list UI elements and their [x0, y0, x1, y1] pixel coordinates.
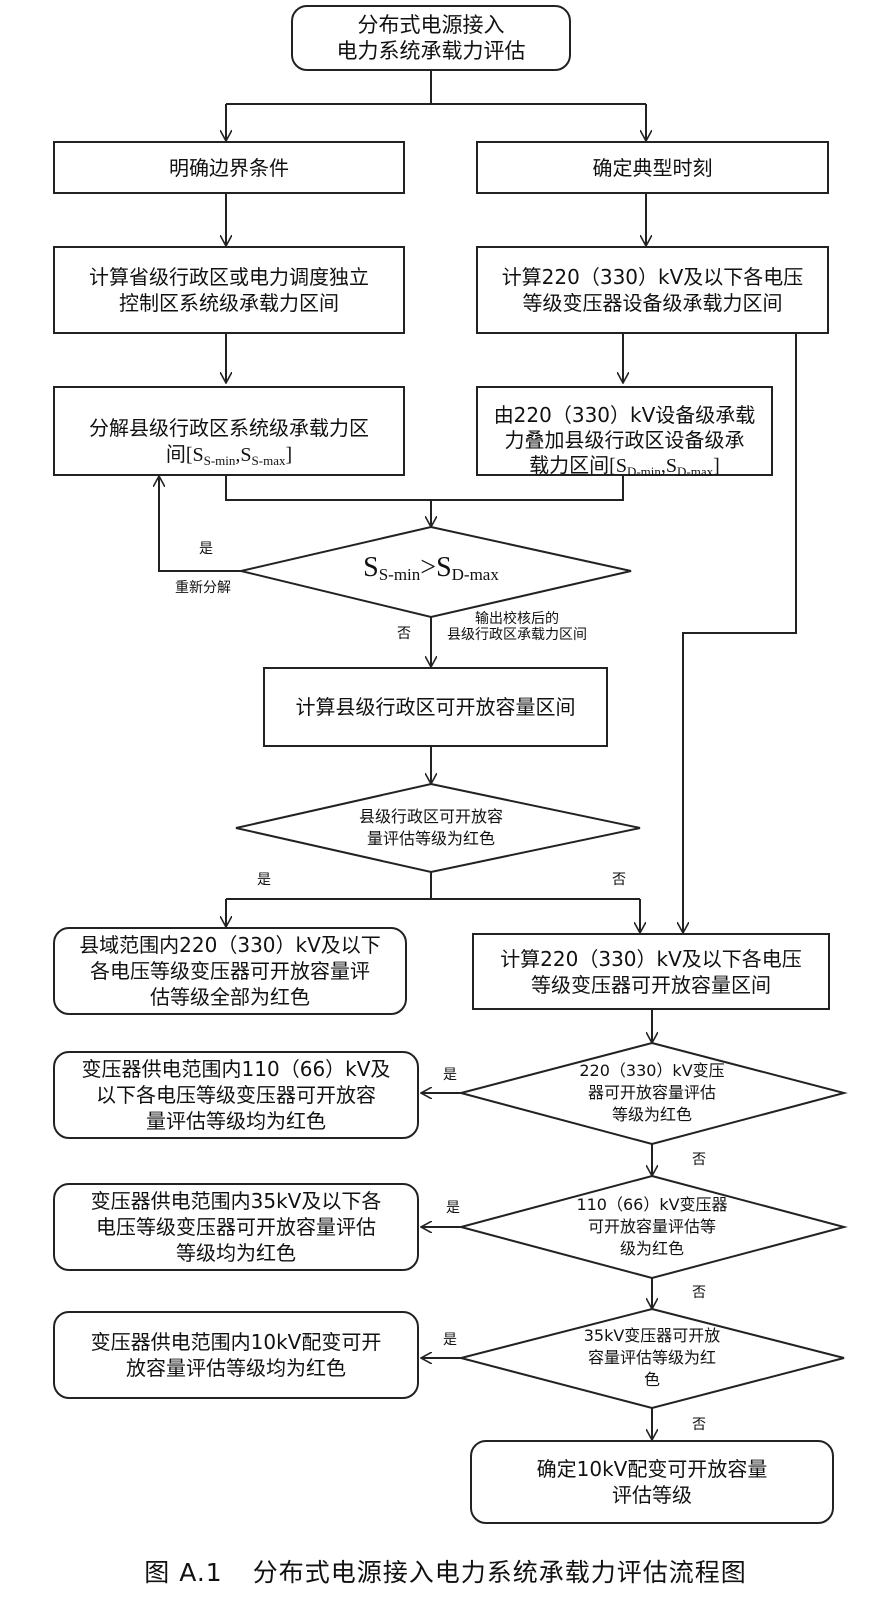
- county-red-decision-text: 县级行政区可开放容 量评估等级为红色: [358, 807, 503, 848]
- county-device-text: 由220（330）kV设备级承载 力叠加县级行政区设备级承 载力区间: [493, 403, 756, 477]
- county-decompose-node: 分解县级行政区系统级承载力区 间[SS-min,SS-max]: [53, 386, 405, 476]
- decision-d35-shape: [457, 1307, 845, 1410]
- bracket-open: [: [609, 455, 616, 477]
- county-decompose-text: 分解县级行政区系统级承载力区 间: [89, 415, 369, 466]
- subscript-d-max: D-max: [451, 564, 499, 584]
- subscript-s-min: S-min: [378, 564, 421, 584]
- connector-merge: [225, 476, 624, 501]
- label-yes-county: 是: [257, 872, 271, 888]
- label-yes-d220: 是: [443, 1067, 457, 1083]
- comma: ,: [235, 443, 241, 466]
- label-yes-redecompose: 是: [199, 541, 213, 557]
- d220-decision-text: 220（330）kV变压 器可开放容量评估 等级为红色: [579, 1061, 725, 1124]
- compare-expression: SS-min>SD-max: [363, 553, 499, 586]
- r35-red-node: 变压器供电范围内35kV及以下各 电压等级变压器可开放容量评估 等级均为红色: [53, 1183, 419, 1271]
- connector-start-split: [226, 70, 646, 105]
- interval-s-d: [SD-min,SD-max]: [609, 455, 720, 479]
- symbol-s: S: [192, 443, 204, 466]
- figure-number: 图 A.1: [144, 1558, 223, 1587]
- typical-time-node: 确定典型时刻: [476, 141, 829, 194]
- d35-decision-text: 35kV变压器可开放 容量评估等级为红 色: [583, 1326, 721, 1389]
- d110-decision-text: 110（66）kV变压器 可开放容量评估等 级为红色: [576, 1195, 728, 1258]
- arrow-redecompose-loop: [159, 476, 241, 572]
- label-no-d110: 否: [692, 1285, 706, 1301]
- province-system-capacity-node: 计算省级行政区或电力调度独立 控制区系统级承载力区间: [53, 246, 405, 334]
- label-no-county: 否: [612, 872, 626, 888]
- symbol-s: S: [436, 551, 452, 583]
- connector-county-red-split: [226, 872, 640, 900]
- greater-than-sign: >: [420, 551, 437, 583]
- device-capacity-node: 计算220（330）kV及以下各电压 等级变压器设备级承载力区间: [476, 246, 829, 334]
- label-no-d35: 否: [692, 1417, 706, 1433]
- subscript-s-max: S-max: [251, 452, 286, 468]
- r10-red-node: 变压器供电范围内10kV配变可开 放容量评估等级均为红色: [53, 1311, 419, 1399]
- county-all-red-node: 县域范围内220（330）kV及以下 各电压等级变压器可开放容量评 估等级全部为…: [53, 927, 407, 1015]
- bracket-open: [: [185, 443, 193, 466]
- symbol-s: S: [240, 443, 252, 466]
- label-yes-d35: 是: [443, 1332, 457, 1348]
- start-node: 分布式电源接入 电力系统承载力评估: [291, 5, 571, 71]
- final-node: 确定10kV配变可开放容量 评估等级: [470, 1440, 834, 1524]
- county-device-capacity-node: 由220（330）kV设备级承载 力叠加县级行政区设备级承 载力区间[SD-mi…: [476, 386, 773, 479]
- decision-compare-shape: [240, 525, 632, 619]
- interval-s-s: [SS-min,SS-max]: [185, 443, 293, 468]
- bracket-close: ]: [285, 443, 293, 466]
- decision-county-red-shape: [235, 782, 641, 874]
- transformer-open-capacity-node: 计算220（330）kV及以下各电压 等级变压器可开放容量区间: [472, 933, 830, 1010]
- subscript-d-max: D-max: [677, 464, 714, 479]
- symbol-s: S: [615, 455, 627, 477]
- r110-red-node: 变压器供电范围内110（66）kV及 以下各电压等级变压器可开放容 量评估等级均…: [53, 1051, 419, 1139]
- figure-title: 分布式电源接入电力系统承载力评估流程图: [252, 1558, 747, 1587]
- symbol-s: S: [363, 551, 379, 583]
- decision-d110-shape: [457, 1174, 848, 1280]
- arrow-device-calc-bypass: [683, 334, 797, 933]
- label-redecompose: 重新分解: [175, 580, 231, 596]
- figure-caption: 图 A.1 分布式电源接入电力系统承载力评估流程图: [0, 1553, 891, 1589]
- decision-d220-shape: [457, 1041, 848, 1146]
- compare-decision-text: SS-min>SD-max: [321, 551, 541, 591]
- label-no-compare: 否: [397, 626, 411, 642]
- boundary-conditions-node: 明确边界条件: [53, 141, 405, 194]
- label-no-d220: 否: [692, 1152, 706, 1168]
- bracket-close: ]: [713, 455, 720, 477]
- label-yes-d110: 是: [446, 1200, 460, 1216]
- subscript-d-min: D-min: [626, 464, 661, 479]
- subscript-s-min: S-min: [203, 452, 236, 468]
- label-output-checked: 输出校核后的 县级行政区承载力区间: [447, 611, 587, 643]
- comma: ,: [660, 455, 666, 477]
- county-open-capacity-node: 计算县级行政区可开放容量区间: [263, 667, 608, 747]
- symbol-s: S: [665, 455, 678, 477]
